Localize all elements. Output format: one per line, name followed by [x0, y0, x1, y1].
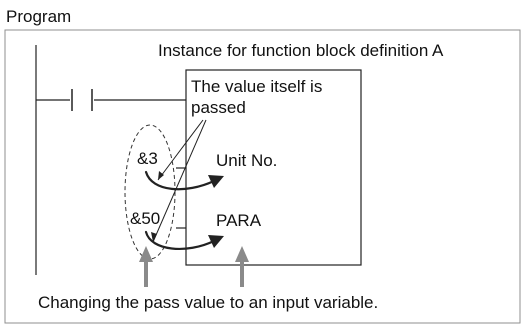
callout-pointer-1: [157, 119, 204, 181]
input-variable-unit: Unit No.: [216, 151, 277, 170]
curve-arrow-para: [144, 230, 216, 251]
callout-pointer-2: [152, 119, 207, 243]
value-group-ellipse: [124, 124, 176, 260]
instance-title: Instance for function block definition A: [158, 41, 444, 60]
curve-arrow-unit-head: [208, 175, 224, 188]
input-variable-para: PARA: [216, 211, 262, 230]
program-frame: [4, 29, 521, 324]
gray-arrow-left-head: [139, 246, 153, 262]
callout-pointer-head-2: [151, 232, 157, 242]
curve-arrow-para-head: [208, 235, 224, 248]
gray-arrow-right-head: [235, 246, 249, 262]
input-value-unit: &3: [137, 149, 158, 168]
callout-line-1: The value itself is: [191, 77, 322, 96]
curve-arrow-unit: [144, 170, 216, 191]
caption: Changing the pass value to an input vari…: [38, 293, 378, 312]
input-value-para: &50: [130, 209, 160, 228]
callout-line-2: passed: [191, 98, 246, 117]
program-label: Program: [6, 7, 71, 26]
callout-pointer-head-1: [158, 171, 164, 180]
